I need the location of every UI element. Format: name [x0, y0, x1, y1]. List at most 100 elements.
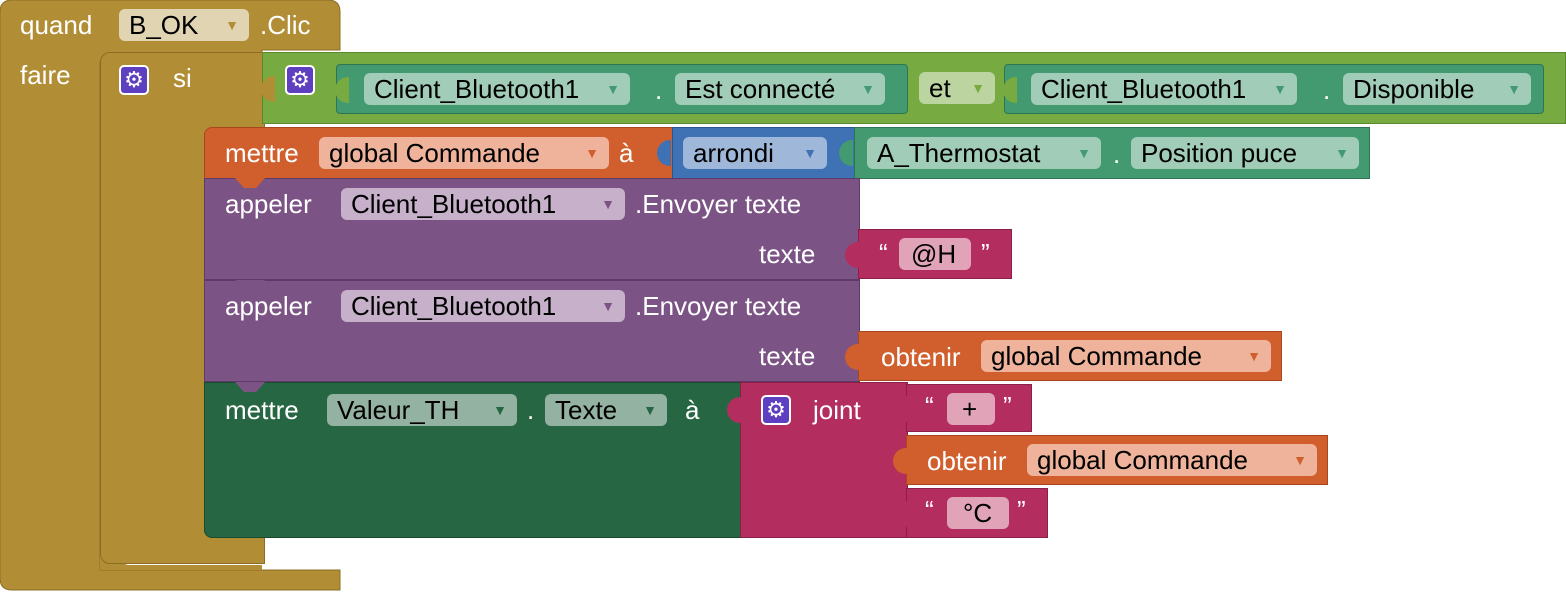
string-field-value: @H — [911, 239, 957, 269]
property-dot: . — [655, 75, 663, 105]
variable-plug — [845, 344, 859, 370]
getter-plug — [1003, 77, 1017, 103]
text-string-block-celsius[interactable]: “ °C ” — [893, 488, 1048, 538]
component-dropdown-client-bluetooth[interactable]: Client_Bluetooth1 ▼ — [1031, 73, 1297, 105]
chevron-down-icon: ▼ — [1335, 145, 1349, 161]
getter-block-disponible[interactable]: Client_Bluetooth1 ▼ . Disponible ▼ — [1003, 64, 1544, 114]
close-quote-icon: ” — [1017, 495, 1026, 525]
component-dropdown-value: Client_Bluetooth1 — [1041, 74, 1247, 104]
string-field-plus[interactable]: + — [947, 393, 995, 425]
join-plug — [727, 397, 741, 423]
string-plug — [893, 501, 907, 527]
open-quote-icon: “ — [925, 495, 934, 525]
getter-plug — [335, 77, 349, 103]
component-dropdown-b-ok[interactable]: B_OK ▼ — [119, 9, 249, 41]
text-string-block-at-h[interactable]: “ @H ” — [845, 229, 1012, 279]
property-dropdown-value: Disponible — [1353, 74, 1475, 104]
component-dropdown-client-bluetooth[interactable]: Client_Bluetooth1 ▼ — [364, 73, 630, 105]
math-plug — [657, 140, 671, 166]
component-dropdown-value: Client_Bluetooth1 — [374, 74, 580, 104]
chevron-down-icon: ▼ — [1293, 452, 1307, 468]
string-plug — [893, 396, 907, 422]
string-field-celsius[interactable]: °C — [947, 497, 1009, 529]
variable-dropdown-value: global Commande — [329, 138, 541, 168]
variable-plug — [893, 448, 907, 474]
chevron-down-icon: ▼ — [1507, 81, 1521, 97]
chevron-down-icon: ▼ — [803, 145, 817, 161]
chevron-down-icon: ▼ — [1247, 348, 1261, 364]
getter-block-est-connecte[interactable]: Client_Bluetooth1 ▼ . Est connecté ▼ — [335, 64, 908, 114]
property-dropdown-disponible[interactable]: Disponible ▼ — [1343, 73, 1531, 105]
component-dropdown-client-bluetooth[interactable]: Client_Bluetooth1 ▼ — [341, 290, 625, 322]
component-dropdown-value: Client_Bluetooth1 — [351, 189, 557, 219]
text-join-block[interactable]: ⚙ joint — [727, 382, 908, 538]
property-dropdown-value: Position puce — [1141, 138, 1298, 168]
chevron-down-icon: ▼ — [971, 80, 985, 96]
set-global-commande-block[interactable]: mettre global Commande ▼ à — [204, 127, 674, 179]
method-label: .Envoyer texte — [635, 291, 802, 321]
get-label: obtenir — [927, 446, 1007, 476]
getter-block-position-puce[interactable]: A_Thermostat ▼ . Position puce ▼ — [839, 127, 1370, 179]
gear-icon[interactable]: ⚙ — [119, 65, 149, 95]
param-label-texte: texte — [759, 239, 816, 269]
set-label: mettre — [225, 395, 299, 425]
get-label: obtenir — [881, 342, 961, 372]
open-quote-icon: “ — [879, 238, 888, 268]
chevron-down-icon: ▼ — [585, 145, 599, 161]
string-field-at-h[interactable]: @H — [899, 238, 971, 270]
get-global-commande-block-1[interactable]: obtenir global Commande ▼ — [845, 331, 1282, 381]
set-label: mettre — [225, 138, 299, 168]
variable-dropdown-global-commande[interactable]: global Commande ▼ — [319, 137, 609, 169]
chevron-down-icon: ▼ — [225, 17, 239, 33]
event-name-label: .Clic — [260, 10, 311, 40]
getter-plug — [839, 140, 853, 166]
chevron-down-icon: ▼ — [1273, 81, 1287, 97]
call-send-text-block-1[interactable]: appeler Client_Bluetooth1 ▼ .Envoyer tex… — [204, 178, 860, 280]
get-global-commande-block-2[interactable]: obtenir global Commande ▼ — [893, 435, 1328, 485]
method-label: .Envoyer texte — [635, 189, 802, 219]
component-dropdown-client-bluetooth[interactable]: Client_Bluetooth1 ▼ — [341, 188, 625, 220]
chevron-down-icon: ▼ — [601, 196, 615, 212]
property-dropdown-est-connecte[interactable]: Est connecté ▼ — [675, 73, 885, 105]
block-tab — [235, 382, 265, 392]
to-label: à — [619, 138, 634, 168]
close-quote-icon: ” — [1003, 391, 1012, 421]
if-label: si — [173, 63, 192, 93]
event-do-label: faire — [20, 60, 71, 90]
math-op-dropdown-arrondi[interactable]: arrondi ▼ — [683, 137, 827, 169]
variable-dropdown-value: global Commande — [1037, 445, 1249, 475]
call-label: appeler — [225, 189, 312, 219]
logic-input-notch — [261, 76, 275, 102]
property-dropdown-value: Texte — [555, 395, 618, 425]
variable-dropdown-global-commande[interactable]: global Commande ▼ — [981, 340, 1271, 372]
block-tab — [235, 280, 265, 290]
property-dropdown-texte[interactable]: Texte ▼ — [545, 394, 667, 426]
join-label: joint — [813, 395, 861, 425]
string-field-value: + — [962, 394, 978, 424]
text-string-block-plus[interactable]: “ + ” — [893, 384, 1032, 432]
set-valeur-th-text-block[interactable]: mettre Valeur_TH ▼ . Texte ▼ à — [204, 382, 742, 538]
call-label: appeler — [225, 291, 312, 321]
variable-dropdown-value: global Commande — [991, 341, 1203, 371]
variable-dropdown-global-commande[interactable]: global Commande ▼ — [1027, 444, 1317, 476]
property-dot: . — [527, 395, 535, 425]
call-send-text-block-2[interactable]: appeler Client_Bluetooth1 ▼ .Envoyer tex… — [204, 280, 860, 382]
property-dot: . — [1323, 75, 1331, 105]
chevron-down-icon: ▼ — [861, 81, 875, 97]
chevron-down-icon: ▼ — [493, 402, 507, 418]
gear-icon[interactable]: ⚙ — [285, 65, 315, 95]
component-dropdown-value: Valeur_TH — [337, 395, 460, 425]
property-dot: . — [1113, 139, 1121, 169]
open-quote-icon: “ — [925, 391, 934, 421]
property-dropdown-position-puce[interactable]: Position puce ▼ — [1131, 137, 1359, 169]
gear-icon[interactable]: ⚙ — [761, 395, 791, 425]
property-dropdown-value: Est connecté — [685, 74, 836, 104]
chevron-down-icon: ▼ — [1077, 145, 1091, 161]
logic-operator-dropdown[interactable]: et ▼ — [919, 72, 995, 104]
close-quote-icon: ” — [981, 238, 990, 268]
component-dropdown-a-thermostat[interactable]: A_Thermostat ▼ — [867, 137, 1101, 169]
math-op-value: arrondi — [693, 138, 774, 168]
component-dropdown-valeur-th[interactable]: Valeur_TH ▼ — [327, 394, 517, 426]
block-tab — [235, 178, 265, 188]
math-round-block[interactable]: arrondi ▼ — [657, 127, 856, 179]
